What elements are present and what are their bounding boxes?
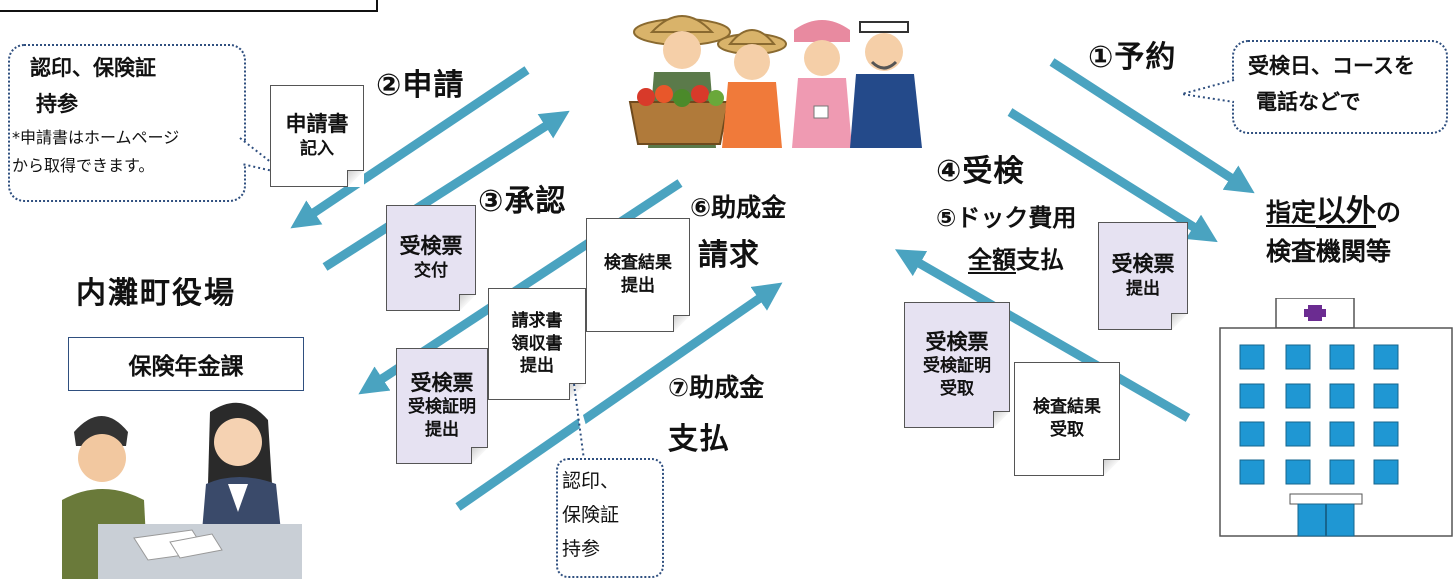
bottom-bubble-line3: 持参	[562, 538, 601, 560]
step-claim-line1: ⑥助成金	[690, 193, 787, 222]
step-approve: ③承認	[478, 184, 567, 219]
arrow-reserve	[1049, 58, 1255, 194]
doc-ticket-cert-receive: 受検票 受検証明 受取	[904, 302, 1010, 428]
doc-result-submit: 検査結果 提出	[586, 218, 690, 332]
arrow-receive-results	[895, 249, 1191, 422]
right-bubble-tail	[1181, 79, 1235, 103]
bottom-bubble-line2: 保険証	[562, 504, 620, 526]
hospital-building-icon	[1219, 298, 1453, 537]
department-box: 保険年金課	[68, 337, 304, 391]
step-claim-line2: 請求	[698, 238, 760, 273]
right-bubble-line1: 受検日、コースを	[1248, 54, 1415, 78]
left-speech-bubble: 認印、保険証 持参 *申請書はホームページ から取得できます。	[8, 44, 246, 202]
step-payment-line2: 支払	[668, 422, 730, 457]
farmers-illustration	[628, 15, 922, 148]
doc-ticket-submit-right: 受検票 提出	[1098, 222, 1188, 330]
facility-label-line2: 検査機関等	[1266, 237, 1392, 266]
left-bubble-note1: *申請書はホームページ	[12, 128, 180, 147]
office-staff-illustration	[62, 402, 302, 579]
department-label: 保険年金課	[128, 354, 244, 380]
left-bubble-note2: から取得できます。	[12, 156, 155, 175]
left-bubble-line1: 認印、保険証	[30, 56, 156, 80]
full-amount-underlined: 全額	[968, 246, 1016, 274]
left-bubble-line2: 持参	[36, 92, 78, 116]
bottom-speech-bubble: 認印、 保険証 持参	[556, 458, 664, 578]
step-reserve: ①予約	[1088, 40, 1177, 75]
doc-application: 申請書 記入	[270, 85, 364, 187]
right-speech-bubble: 受検日、コースを 電話などで	[1232, 40, 1448, 134]
step-dock-fee-line2: 全額支払	[968, 240, 1064, 275]
bottom-bubble-line1: 認印、	[562, 470, 620, 492]
pay-text: 支払	[1016, 246, 1064, 274]
step-payment-line1: ⑦助成金	[668, 373, 765, 402]
doc-ticket-issue: 受検票 交付	[386, 205, 476, 311]
bottom-bubble-tail	[573, 383, 596, 461]
doc-result-receive: 検査結果 受取	[1014, 362, 1120, 476]
header-frame-fragment	[0, 0, 378, 12]
facility-label-line1: 指定以外の	[1266, 194, 1402, 229]
doc-ticket-cert-submit: 受検票 受検証明 提出	[396, 348, 488, 464]
arrow-approve	[322, 110, 570, 271]
arrow-pay	[455, 282, 783, 511]
town-office-label: 内灘町役場	[76, 276, 236, 311]
step-apply: ②申請	[376, 68, 465, 103]
step-dock-fee-line1: ⑤ドック費用	[936, 204, 1077, 232]
doc-invoice: 請求書 領収書 提出	[488, 288, 586, 400]
step-examine: ④受検	[936, 154, 1025, 189]
arrow-examine	[1007, 108, 1218, 243]
arrow-apply	[290, 66, 530, 229]
right-bubble-line2: 電話などで	[1256, 90, 1361, 114]
